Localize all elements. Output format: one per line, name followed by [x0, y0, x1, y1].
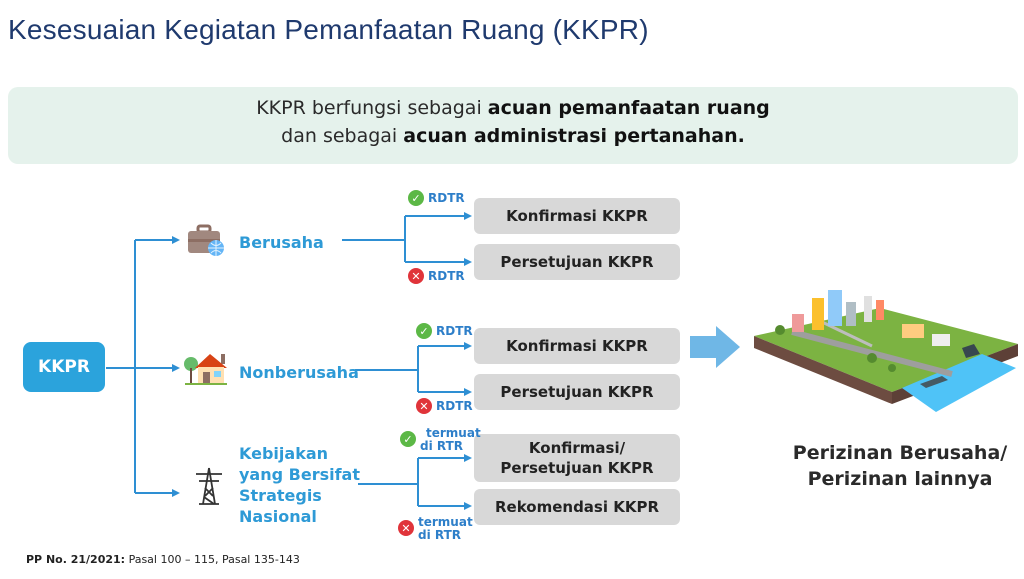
tag-berusaha-rdtr-cross: ✕ RDTR: [408, 268, 465, 284]
tag-text: RDTR: [436, 324, 473, 338]
page-title: Kesesuaian Kegiatan Pemanfaatan Ruang (K…: [8, 14, 649, 45]
category-kebijakan: Kebijakan yang Bersifat Strategis Nasion…: [239, 443, 360, 527]
tag-text: di RTR: [418, 528, 462, 542]
cross-icon: ✕: [398, 520, 414, 536]
tag-nonberusaha-rdtr-check: ✓ RDTR: [416, 323, 473, 339]
category-label-line: yang Bersifat: [239, 465, 360, 484]
result-arrow: [690, 326, 740, 368]
house-icon: [183, 348, 229, 390]
box-kebijakan-rekomendasi: Rekomendasi KKPR: [474, 489, 680, 525]
banner-emphasis: acuan pemanfaatan ruang: [487, 97, 770, 119]
box-berusaha-konfirmasi: Konfirmasi KKPR: [474, 198, 680, 234]
result-line: Perizinan lainnya: [807, 468, 993, 490]
kkpr-root-node: KKPR: [23, 342, 105, 392]
banner-line-1: KKPR berfungsi sebagai acuan pemanfaatan…: [8, 97, 1018, 119]
connector-nonberusaha-fork: [355, 346, 419, 392]
tag-kebijakan-rtr-check: ✓ termuat di RTR: [400, 427, 481, 453]
connector-berusaha-fork: [342, 216, 406, 262]
box-nonberusaha-konfirmasi: Konfirmasi KKPR: [474, 328, 680, 364]
check-icon: ✓: [416, 323, 432, 339]
box-nonberusaha-persetujuan: Persetujuan KKPR: [474, 374, 680, 410]
briefcase-icon: [186, 224, 226, 262]
connector-kebijakan-fork: [358, 458, 419, 506]
tag-nonberusaha-rdtr-cross: ✕ RDTR: [416, 398, 473, 414]
banner-line-2: dan sebagai acuan administrasi pertanaha…: [8, 125, 1018, 147]
tag-text: termuat: [426, 426, 481, 440]
check-icon: ✓: [400, 431, 416, 447]
transmission-tower-icon: [194, 466, 224, 510]
summary-banner: KKPR berfungsi sebagai acuan pemanfaatan…: [8, 87, 1018, 164]
footnote-text: Pasal 100 – 115, Pasal 135-143: [125, 553, 300, 566]
tag-text: RDTR: [436, 399, 473, 413]
banner-emphasis: acuan administrasi pertanahan.: [403, 125, 745, 147]
footnote-bold: PP No. 21/2021:: [26, 553, 126, 566]
tag-text: RDTR: [428, 191, 465, 205]
tag-text: RDTR: [428, 269, 465, 283]
result-line: Perizinan Berusaha/: [792, 442, 1008, 464]
check-icon: ✓: [408, 190, 424, 206]
cross-icon: ✕: [416, 398, 432, 414]
tag-text: di RTR: [420, 439, 464, 453]
cross-icon: ✕: [408, 268, 424, 284]
category-label-line: Kebijakan: [239, 444, 329, 463]
box-kebijakan-konfirmasi-persetujuan: Konfirmasi/ Persetujuan KKPR: [474, 434, 680, 482]
banner-text: KKPR berfungsi sebagai: [256, 97, 488, 119]
box-line: Konfirmasi/: [528, 439, 626, 457]
box-line: Persetujuan KKPR: [500, 459, 654, 477]
footnote-reference: PP No. 21/2021: Pasal 100 – 115, Pasal 1…: [26, 553, 300, 566]
category-label-line: Strategis: [239, 486, 322, 505]
category-label-line: Nasional: [239, 507, 317, 526]
category-nonberusaha: Nonberusaha: [239, 363, 359, 382]
banner-text: dan sebagai: [281, 125, 404, 147]
tag-berusaha-rdtr-check: ✓ RDTR: [408, 190, 465, 206]
category-berusaha: Berusaha: [239, 233, 324, 252]
tag-kebijakan-rtr-cross: ✕ termuat di RTR: [398, 516, 473, 542]
result-label: Perizinan Berusaha/ Perizinan lainnya: [780, 440, 1020, 492]
city-port-illustration: [752, 288, 1020, 432]
tag-text: termuat: [418, 515, 473, 529]
box-berusaha-persetujuan: Persetujuan KKPR: [474, 244, 680, 280]
